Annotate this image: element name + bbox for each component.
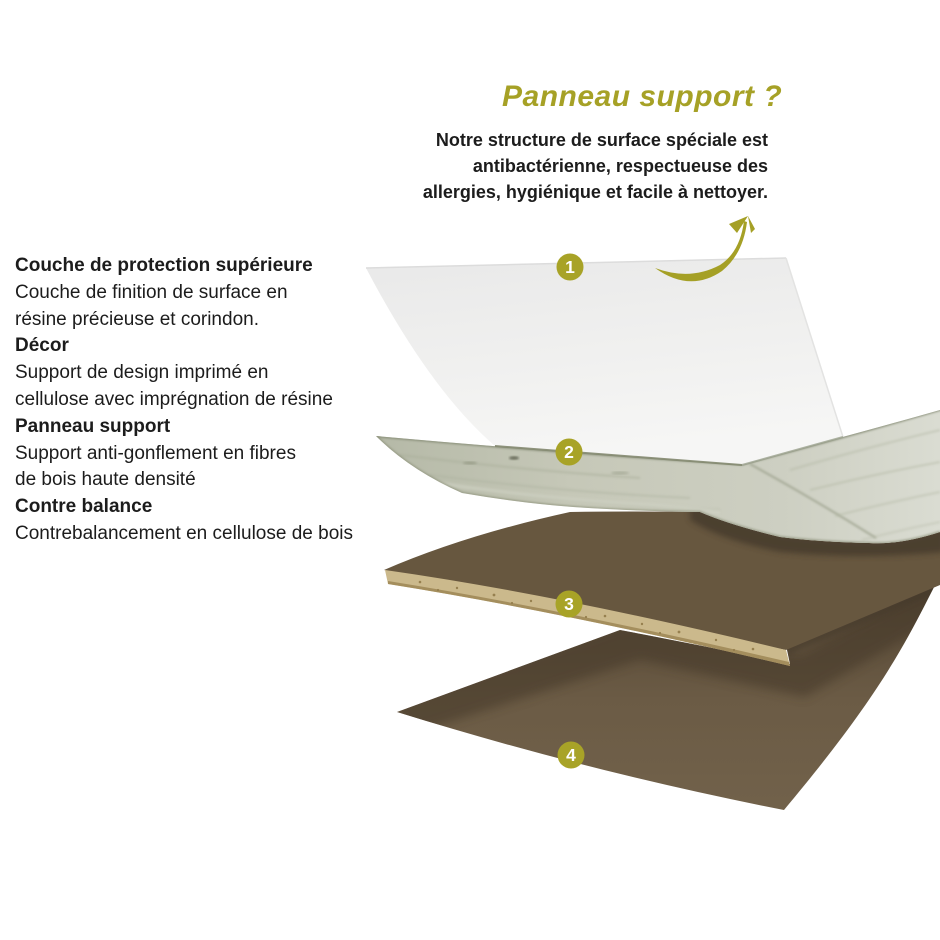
svg-text:1: 1 [565, 257, 575, 277]
svg-text:2: 2 [564, 442, 574, 462]
svg-text:3: 3 [564, 594, 574, 614]
svg-text:4: 4 [566, 745, 576, 765]
